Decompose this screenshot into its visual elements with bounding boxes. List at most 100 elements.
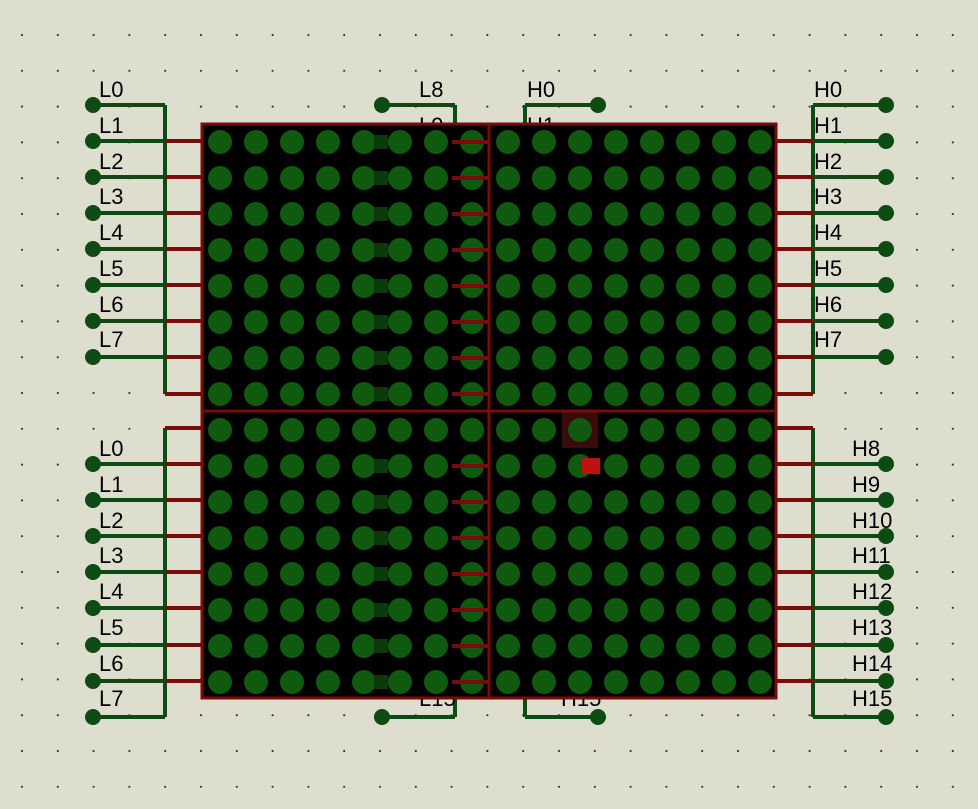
led bbox=[424, 634, 448, 658]
left-terminal[interactable] bbox=[85, 169, 101, 185]
right-terminal[interactable] bbox=[878, 169, 894, 185]
right-terminal[interactable] bbox=[878, 492, 894, 508]
grid-dot bbox=[951, 714, 954, 717]
grid-dot bbox=[951, 248, 954, 251]
grid-dot bbox=[915, 642, 919, 645]
left-terminal[interactable] bbox=[85, 528, 101, 544]
left-terminal[interactable] bbox=[85, 313, 101, 329]
led bbox=[676, 166, 700, 190]
led bbox=[316, 418, 340, 442]
right-terminal[interactable] bbox=[878, 600, 894, 616]
right-terminal[interactable] bbox=[878, 673, 894, 689]
led bbox=[676, 238, 700, 262]
grid-dot bbox=[951, 642, 954, 645]
led bbox=[712, 670, 736, 694]
led bbox=[604, 346, 628, 370]
right-terminal[interactable] bbox=[878, 205, 894, 221]
left-terminal[interactable] bbox=[85, 97, 101, 113]
led bbox=[244, 202, 268, 226]
right-terminal[interactable] bbox=[878, 241, 894, 257]
left-wiring[interactable] bbox=[85, 97, 202, 725]
right-wiring[interactable] bbox=[776, 97, 894, 725]
right-terminal[interactable] bbox=[878, 349, 894, 365]
led bbox=[532, 202, 556, 226]
right-terminal[interactable] bbox=[878, 97, 894, 113]
led bbox=[676, 670, 700, 694]
internal-pin-mark bbox=[374, 603, 388, 617]
label-left-top-6: L6 bbox=[99, 292, 123, 317]
grid-dot bbox=[343, 105, 346, 108]
grid-dot bbox=[378, 69, 382, 72]
left-terminal[interactable] bbox=[85, 456, 101, 472]
led bbox=[352, 202, 376, 226]
left-terminal[interactable] bbox=[85, 709, 101, 725]
internal-pin-mark bbox=[374, 459, 388, 473]
grid-dot bbox=[164, 785, 167, 788]
led bbox=[316, 634, 340, 658]
left-terminal[interactable] bbox=[85, 564, 101, 580]
led bbox=[352, 274, 376, 298]
grid-dot bbox=[736, 105, 740, 108]
left-terminal[interactable] bbox=[85, 637, 101, 653]
grid-dot bbox=[414, 785, 417, 788]
led bbox=[676, 562, 700, 586]
right-terminal[interactable] bbox=[878, 564, 894, 580]
grid-dot bbox=[665, 749, 668, 753]
right-terminal[interactable] bbox=[878, 313, 894, 329]
grid-dot bbox=[56, 320, 59, 323]
top-terminal-l8[interactable] bbox=[374, 97, 390, 113]
right-terminal[interactable] bbox=[878, 133, 894, 149]
left-terminal[interactable] bbox=[85, 241, 101, 257]
led bbox=[208, 670, 232, 694]
led bbox=[316, 454, 340, 478]
label-right-bottom-6: H14 bbox=[852, 651, 892, 676]
left-terminal[interactable] bbox=[85, 673, 101, 689]
led bbox=[352, 454, 376, 478]
top-terminal-h0[interactable] bbox=[590, 97, 606, 113]
grid-dot bbox=[522, 749, 525, 753]
label-top-center-h0: H0 bbox=[527, 77, 555, 102]
led bbox=[316, 202, 340, 226]
grid-dot bbox=[522, 33, 525, 37]
right-terminal[interactable] bbox=[878, 456, 894, 472]
led bbox=[604, 238, 628, 262]
grid-dot bbox=[736, 714, 740, 717]
led bbox=[532, 238, 556, 262]
led bbox=[748, 526, 772, 550]
bottom-terminal-h15[interactable] bbox=[590, 709, 606, 725]
left-terminal[interactable] bbox=[85, 205, 101, 221]
grid-dot bbox=[343, 714, 346, 717]
right-terminal[interactable] bbox=[878, 637, 894, 653]
led bbox=[388, 526, 412, 550]
grid-dot bbox=[128, 427, 131, 430]
grid-dot bbox=[951, 535, 954, 538]
grid-dot bbox=[20, 69, 24, 72]
led-matrix-16x16[interactable] bbox=[200, 122, 778, 700]
grid-dot bbox=[235, 33, 238, 37]
left-terminal[interactable] bbox=[85, 600, 101, 616]
bottom-terminal-l15[interactable] bbox=[374, 709, 390, 725]
grid-dot bbox=[56, 785, 59, 788]
grid-dot bbox=[951, 212, 954, 216]
led bbox=[568, 166, 592, 190]
left-terminal[interactable] bbox=[85, 492, 101, 508]
grid-dot bbox=[808, 33, 811, 37]
led bbox=[568, 526, 592, 550]
grid-dot bbox=[951, 499, 954, 502]
grid-dot bbox=[808, 714, 811, 717]
center-wiring[interactable] bbox=[374, 97, 606, 725]
label-left-bottom-2: L2 bbox=[99, 508, 123, 533]
grid-dot bbox=[701, 785, 704, 788]
right-terminal[interactable] bbox=[878, 277, 894, 293]
grid-dot bbox=[951, 570, 954, 574]
grid-dot bbox=[56, 427, 59, 430]
grid-dot bbox=[450, 785, 453, 788]
grid-dot bbox=[951, 320, 954, 323]
left-terminal[interactable] bbox=[85, 133, 101, 149]
grid-dot bbox=[56, 391, 59, 395]
left-terminal[interactable] bbox=[85, 277, 101, 293]
right-terminal[interactable] bbox=[878, 528, 894, 544]
led bbox=[568, 382, 592, 406]
left-terminal[interactable] bbox=[85, 349, 101, 365]
right-terminal[interactable] bbox=[878, 709, 894, 725]
